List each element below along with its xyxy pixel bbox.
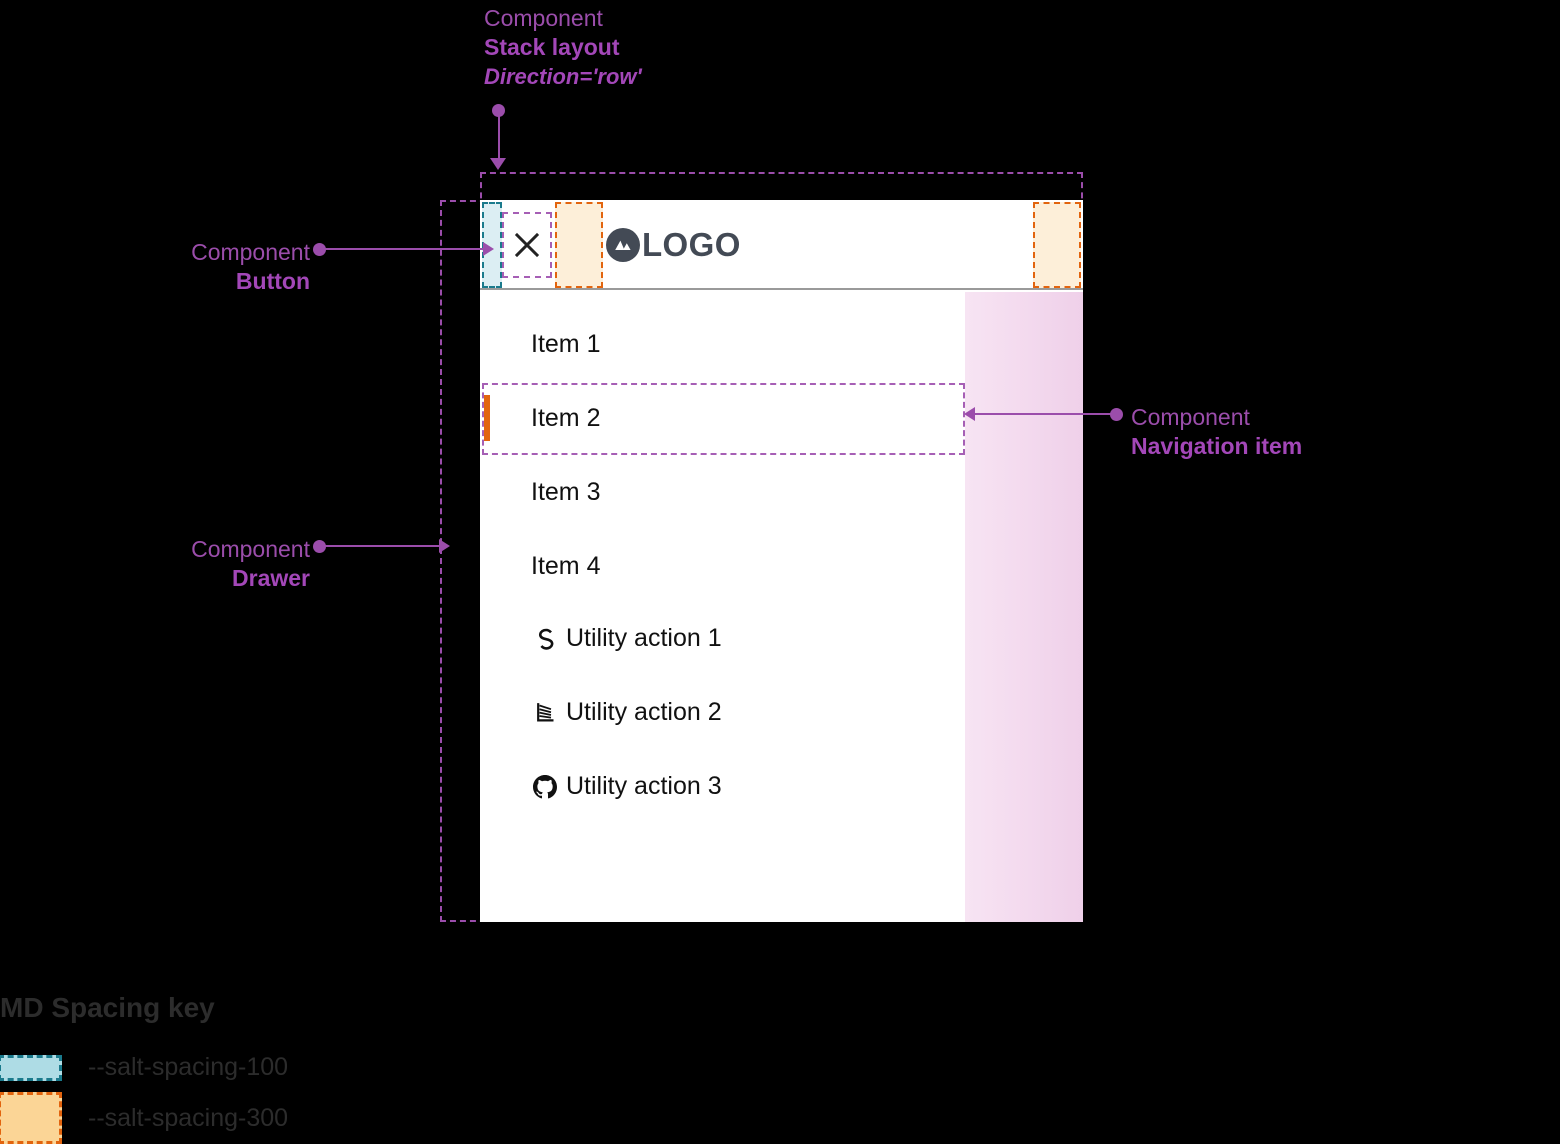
utility-action-2-label: Utility action 2 (566, 698, 722, 726)
button-outline (502, 212, 552, 278)
utility-action-1-label: Utility action 1 (566, 624, 722, 652)
navigation-item-outline (482, 383, 965, 455)
spacing-300-block-right (1033, 202, 1081, 288)
close-button[interactable] (502, 214, 552, 276)
callout-stack-layout-kind: Component (484, 5, 603, 31)
legend-row-spacing-300: --salt-spacing-300 (0, 1092, 288, 1144)
callout-drawer-dot (313, 540, 326, 553)
callout-stack-layout-name: Stack layout (484, 34, 620, 61)
callout-button-name: Button (235, 268, 310, 295)
legend-label-spacing-100: --salt-spacing-100 (88, 1053, 289, 1081)
callout-drawer-kind: Component (191, 536, 310, 562)
callout-navigation-item-name: Navigation item (1131, 433, 1303, 460)
utility-action-3[interactable]: Utility action 3 (528, 772, 722, 801)
callout-navigation-item-dot (1110, 408, 1123, 421)
callout-navigation-item-kind: Component (1131, 404, 1250, 430)
mountain-logo-icon (606, 228, 640, 262)
utility-action-2[interactable]: Utility action 2 (528, 698, 722, 727)
salt-s-icon (528, 627, 562, 651)
nav-highlight-strip (965, 292, 1083, 922)
callout-drawer-name: Drawer (232, 565, 310, 592)
callout-drawer-line (325, 545, 441, 547)
callout-stack-layout-arrowhead (490, 158, 506, 170)
logo-text: LOGO (642, 226, 741, 263)
callout-button-kind: Component (191, 239, 310, 265)
callout-button: Component Button (30, 238, 310, 297)
callout-stack-layout-line (498, 114, 500, 160)
legend-title: MD Spacing key (0, 992, 215, 1023)
legend-label-spacing-300: --salt-spacing-300 (88, 1103, 289, 1132)
callout-navigation-item-arrowhead (964, 407, 975, 421)
callout-button-line (325, 248, 485, 250)
callout-navigation-item: Component Navigation item (1131, 403, 1461, 462)
github-icon (528, 774, 562, 799)
callout-button-dot (313, 243, 326, 256)
legend-swatch-spacing-300 (0, 1092, 62, 1144)
legend-swatch-spacing-100 (0, 1054, 62, 1081)
utility-action-3-label: Utility action 3 (566, 772, 722, 800)
stacked-lines-icon (528, 701, 562, 725)
callout-stack-layout-prop: Direction='row' (484, 63, 642, 89)
nav-item-3[interactable]: Item 3 (531, 478, 601, 506)
logo: LOGO (606, 226, 741, 264)
callout-navigation-item-line (975, 413, 1112, 415)
utility-action-1[interactable]: Utility action 1 (528, 624, 722, 653)
nav-active-indicator (484, 395, 490, 441)
callout-drawer: Component Drawer (30, 535, 310, 594)
callout-drawer-arrowhead (439, 539, 450, 553)
callout-stack-layout: Component Stack layout Direction='row' (484, 4, 642, 91)
legend-row-spacing-100: --salt-spacing-100 (0, 1053, 288, 1082)
callout-stack-layout-dot (492, 104, 505, 117)
nav-item-4[interactable]: Item 4 (531, 552, 601, 580)
spacing-300-block-after-button (555, 202, 603, 288)
nav-item-1[interactable]: Item 1 (531, 330, 601, 358)
callout-button-arrowhead (483, 242, 494, 256)
nav-item-2[interactable]: Item 2 (531, 404, 601, 432)
